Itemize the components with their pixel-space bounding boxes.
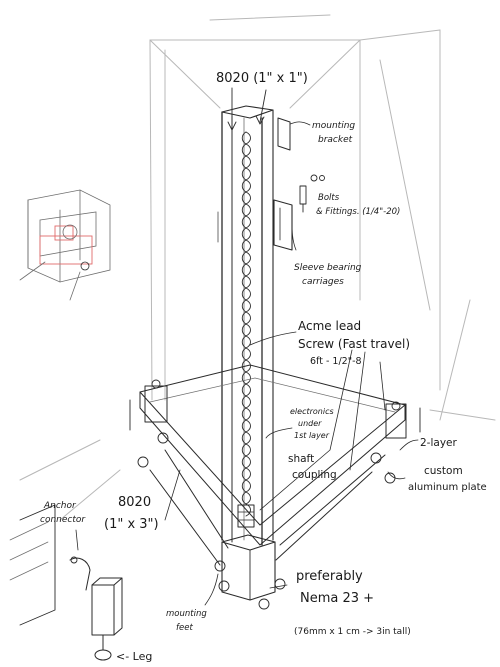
label-anchor-1: Anchor <box>43 501 77 511</box>
label-motor-3: (76mm x 1 cm -> 3in tall) <box>294 627 411 637</box>
label-two-layer: 2-layer <box>420 437 457 449</box>
bolt-icons <box>299 174 325 213</box>
leg-detail <box>9 504 123 661</box>
label-leg: <- Leg <box>116 650 152 663</box>
label-sleeve-2: carriages <box>302 277 344 287</box>
label-mounting-bracket-1: mounting <box>312 121 355 131</box>
label-acme-2: Screw (Fast travel) <box>298 337 410 351</box>
label-bolts-2: & Fittings. (1/4"-20) <box>316 207 400 217</box>
label-mounting-feet-1: mounting <box>166 609 207 619</box>
label-mounting-feet-2: feet <box>176 623 193 633</box>
label-coupling-2: coupling <box>292 469 337 481</box>
label-acme-1: Acme lead <box>298 319 361 333</box>
shaft-coupling <box>237 504 255 528</box>
label-aluminum-plate: aluminum plate <box>408 482 487 493</box>
mounting-bracket <box>277 117 291 151</box>
label-mounting-bracket-2: bracket <box>318 135 353 145</box>
label-motor-2: Nema 23 + <box>300 591 374 606</box>
label-custom: custom <box>424 465 463 477</box>
base-rails <box>149 449 386 566</box>
label-electronics-3: 1st layer <box>294 431 330 440</box>
label-electronics-2: under <box>298 419 322 428</box>
base-plate <box>129 364 421 546</box>
vertical-extrusion <box>221 105 274 546</box>
leader-lines <box>75 87 419 606</box>
sleeve-bearing-carriage <box>217 199 293 251</box>
label-electronics-1: electronics <box>290 407 334 416</box>
label-acme-3: 6ft - 1/2"-8 <box>310 356 362 367</box>
label-extrusion-top: 8020 (1" x 1") <box>216 71 308 86</box>
construction-lines <box>19 14 496 521</box>
label-motor-1: preferably <box>296 569 363 584</box>
motor-block <box>214 534 286 610</box>
label-base-extrusion-2: (1" x 3") <box>104 517 159 532</box>
label-coupling-1: shaft <box>288 453 314 465</box>
label-base-extrusion-1: 8020 <box>118 495 151 510</box>
annotations: 8020 (1" x 1") mounting bracket Bolts & … <box>40 71 487 663</box>
label-anchor-2: connector <box>40 515 86 525</box>
label-sleeve-1: Sleeve bearing <box>294 263 362 273</box>
lead-screw <box>241 131 251 517</box>
label-bolts-1: Bolts <box>318 193 340 203</box>
inset-sketch <box>19 189 111 301</box>
